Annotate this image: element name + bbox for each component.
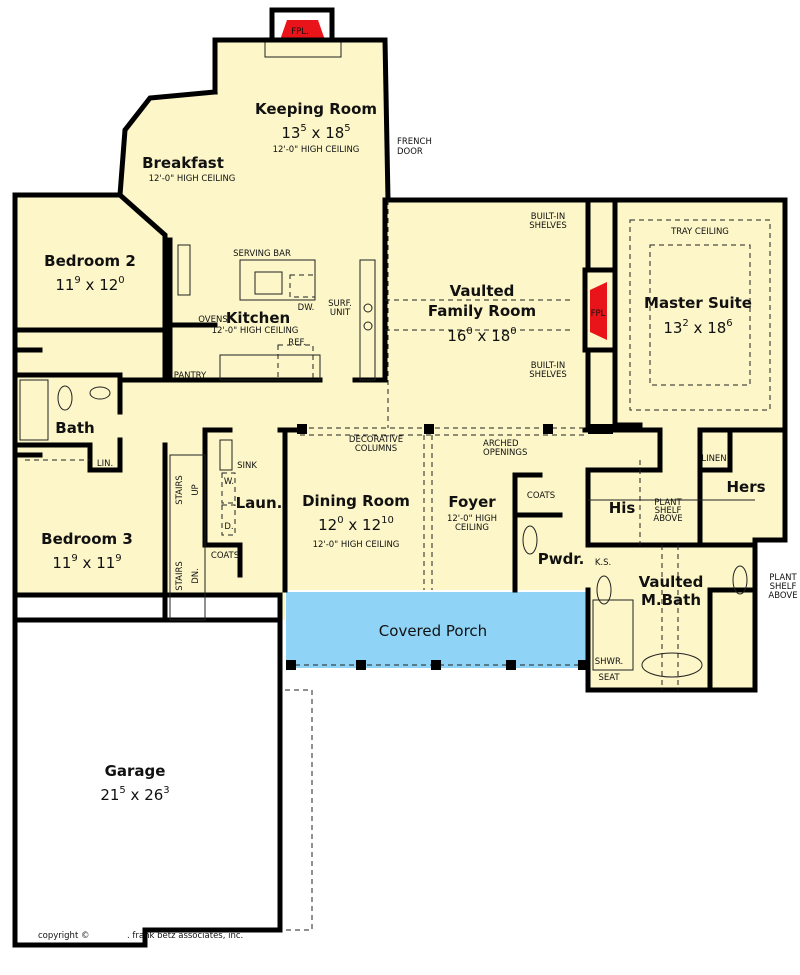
pantry-label: PANTRY — [174, 371, 207, 381]
foyer-label: Foyer — [448, 493, 496, 511]
company-label: . frank betz associates, inc. — [127, 931, 243, 941]
laundry-label: Laun. — [236, 494, 283, 512]
sink-label: SINK — [237, 461, 257, 471]
kitchen-label: Kitchen — [226, 309, 290, 327]
dining-room-dims: 120 x 1210 — [318, 515, 394, 534]
linen-label: LINEN — [701, 454, 726, 464]
fireplace-family — [590, 282, 607, 340]
keeping-room-ceiling: 12'-0" HIGH CEILING — [273, 145, 360, 155]
fireplace-keeping — [280, 20, 325, 40]
master-suite-dims: 132 x 186 — [663, 318, 732, 337]
garage-area — [12, 592, 283, 948]
bedroom2-dims: 119 x 120 — [55, 275, 124, 294]
powder-label: Pwdr. — [538, 550, 585, 568]
garage-label: Garage — [105, 762, 166, 780]
garage-dims: 215 x 263 — [100, 785, 169, 804]
breakfast-ceiling: 12'-0" HIGH CEILING — [149, 174, 236, 184]
his-closet-label: His — [609, 499, 636, 517]
dw-label: DW. — [298, 303, 315, 313]
hers-closet-label: Hers — [726, 478, 765, 496]
fpl-label-keeping: FPL. — [291, 27, 308, 37]
seat-label: SEAT — [598, 673, 620, 683]
bath-label: Bath — [55, 419, 94, 437]
serving-bar-label: SERVING BAR — [233, 249, 291, 259]
dashed-lines — [25, 200, 771, 690]
ref-label: REF. — [288, 338, 306, 348]
bedroom3-label: Bedroom 3 — [41, 530, 133, 548]
decorative-columns — [297, 424, 613, 434]
shower-label: SHWR. — [595, 657, 624, 667]
copyright-label: copyright © — [38, 931, 89, 941]
bedroom2-label: Bedroom 2 — [44, 252, 136, 270]
lin-label: LIN. — [97, 459, 113, 469]
breakfast-label: Breakfast — [142, 154, 224, 172]
surf-unit-label: SURF.UNIT — [328, 299, 352, 318]
bedroom3-dims: 119 x 119 — [52, 553, 121, 572]
washer-label: W. — [224, 477, 234, 487]
porch-columns — [286, 660, 588, 670]
master-suite-label: Master Suite — [644, 294, 752, 312]
foyer-coats-label: COATS — [527, 491, 555, 501]
tray-ceiling-label: TRAY CEILING — [670, 227, 729, 237]
dryer-label: D. — [224, 522, 233, 532]
dining-ceiling: 12'-0" HIGH CEILING — [313, 540, 400, 550]
covered-porch-area — [286, 592, 586, 668]
exterior-wall — [212, 37, 788, 693]
family-room-dims: 160 x 180 — [447, 326, 516, 345]
covered-porch-label: Covered Porch — [379, 622, 487, 640]
kitchen-ceiling: 12'-0" HIGH CEILING — [212, 326, 299, 336]
fixtures — [19, 244, 755, 678]
dining-room-label: Dining Room — [302, 492, 410, 510]
keeping-room-label: Keeping Room — [255, 100, 377, 118]
ovens-label: OVENS — [198, 315, 227, 325]
laundry-coats-label: COATS — [211, 551, 239, 561]
garage-overhang — [285, 689, 313, 931]
fpl-label-family: FPL — [591, 309, 606, 319]
keeping-room-dims: 135 x 185 — [281, 123, 350, 142]
ks-label: K.S. — [595, 558, 611, 568]
